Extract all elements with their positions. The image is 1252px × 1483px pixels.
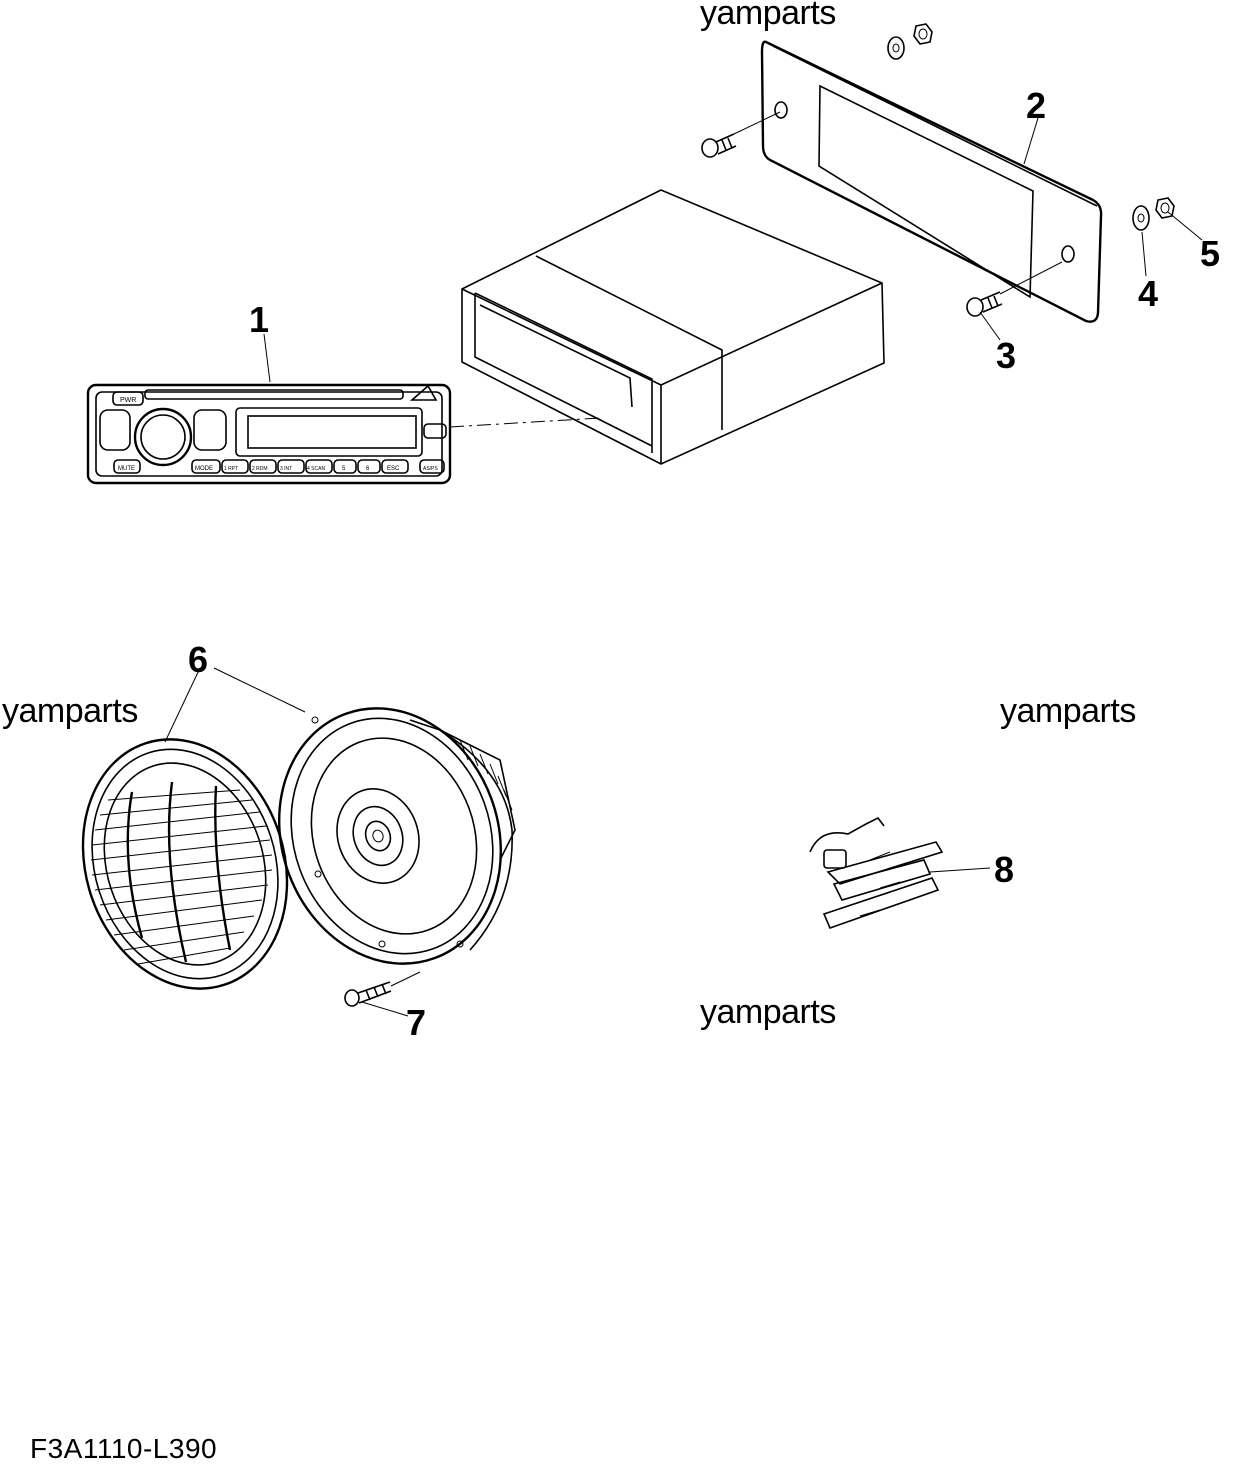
callout-2: 2 — [1026, 85, 1047, 126]
radio-sleeve — [461, 189, 885, 465]
preset-6-label: 6 — [366, 466, 370, 472]
callout-8: 8 — [994, 849, 1015, 890]
speaker-grille — [81, 738, 289, 990]
callout-3: 3 — [996, 335, 1017, 376]
radio-head-unit: PWR MUTE MODE 1 RPT 2 RDM 3 INT 4 SCAN 5… — [86, 383, 601, 485]
callout-5: 5 — [1200, 233, 1221, 274]
esc-button-label: ESC — [387, 466, 400, 472]
trim-plate — [760, 40, 1103, 323]
leader-lines — [164, 117, 1203, 1017]
scan-button-label: 4 SCAN — [307, 466, 325, 472]
screw-top — [701, 111, 781, 158]
callout-7: 7 — [406, 1002, 427, 1043]
int-button-label: 3 INT — [280, 466, 292, 472]
wire-harness — [809, 816, 944, 930]
watermark: yamparts — [700, 993, 836, 1031]
rpt-button-label: 1 RPT — [224, 466, 238, 472]
mode-button-label: MODE — [195, 466, 213, 472]
diagram-code: F3A1110-L390 — [30, 1433, 218, 1464]
callout-6: 6 — [188, 639, 209, 680]
callout-1: 1 — [249, 299, 270, 340]
mute-button-label: MUTE — [118, 466, 135, 472]
washer-top — [887, 36, 905, 60]
speaker — [278, 707, 516, 965]
preset-5-label: 5 — [342, 466, 346, 472]
watermark: yamparts — [700, 0, 836, 32]
rdm-button-label: 2 RDM — [252, 466, 268, 472]
asps-button-label: AS/PS — [423, 466, 438, 472]
watermark: yamparts — [1000, 692, 1136, 730]
pwr-button-label: PWR — [120, 397, 136, 404]
screw-part-7 — [344, 971, 421, 1007]
nut-part-5 — [1155, 197, 1175, 219]
watermark: yamparts — [2, 692, 138, 730]
nut-top — [913, 23, 933, 45]
callout-4: 4 — [1138, 273, 1159, 314]
washer-part-4 — [1132, 205, 1150, 231]
screw-part-3 — [966, 261, 1063, 317]
